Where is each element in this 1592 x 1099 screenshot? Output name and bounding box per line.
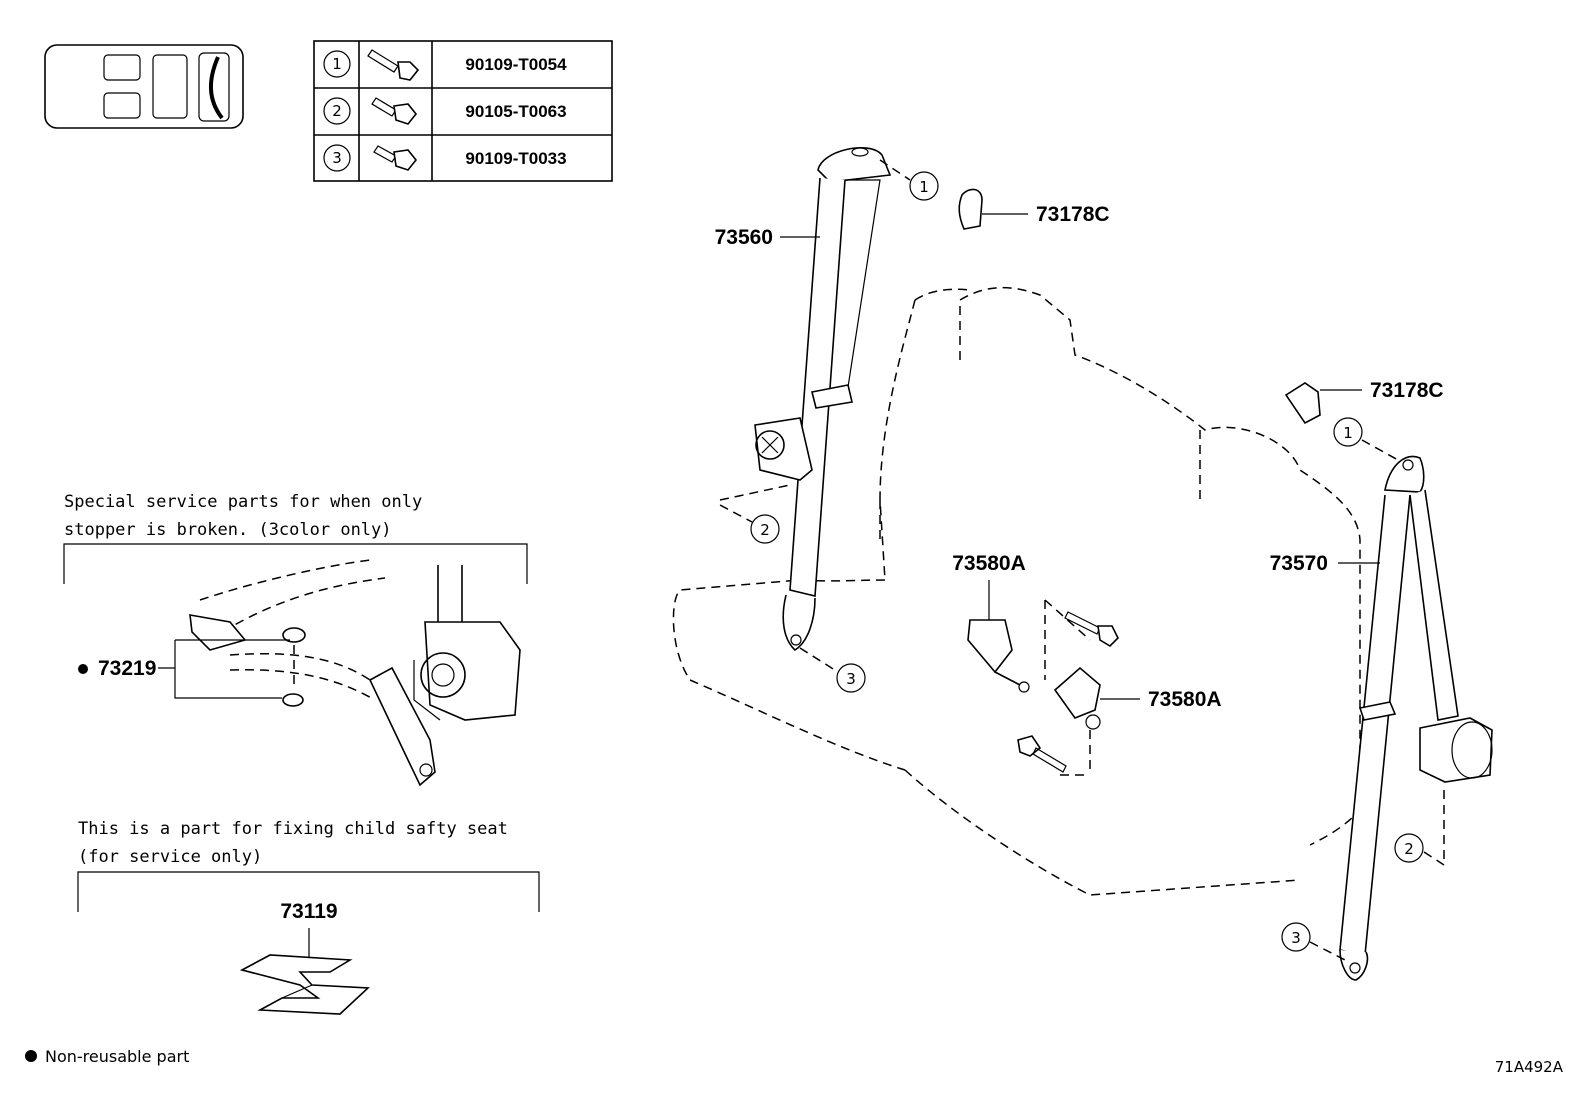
bolt-icon: [373, 145, 418, 171]
part-number: 90109-T0054: [465, 55, 567, 74]
stopper-note: Special service parts for when only stop…: [63, 492, 528, 584]
non-reusable-bullet-icon: [78, 664, 88, 674]
ref-marker: 2: [760, 521, 770, 539]
ref-marker: 3: [1291, 929, 1301, 947]
ref-marker: 1: [919, 178, 929, 196]
cover-73178c-right: 73178C: [1284, 379, 1444, 425]
seat-belt-73570: 73570 1 2 3: [1270, 417, 1493, 981]
legend-label: Non-reusable part: [45, 1047, 189, 1066]
bolt-icon: [367, 49, 420, 81]
table-row: 3 90109-T0033: [323, 144, 567, 172]
bracket-plate-illustration: [239, 954, 370, 1015]
part-callout: 73580A: [1148, 688, 1222, 711]
bolt-icon: [1064, 611, 1119, 648]
ref-marker: 3: [846, 670, 856, 688]
diagram-code: 71A492A: [1495, 1058, 1564, 1076]
buckle-assembly: 73580A 73580A: [952, 552, 1222, 776]
part-callout: 73560: [715, 226, 773, 249]
rear-seat-outline: [672, 286, 1361, 896]
part-callout: 73570: [1270, 552, 1328, 575]
part-number: 90109-T0033: [465, 149, 566, 168]
note-line: stopper is broken. (3color only): [64, 520, 392, 540]
fastener-table: 1 90109-T0054 2 90105-T0063 3 90109-T0: [313, 40, 613, 182]
non-reusable-bullet-icon: [25, 1050, 37, 1062]
note-line: Special service parts for when only: [64, 492, 422, 512]
part-callout: 73178C: [1036, 203, 1110, 226]
part-callout: 73119: [280, 900, 337, 923]
ref-marker: 2: [1404, 840, 1414, 858]
vehicle-location-icon: [44, 44, 244, 129]
ref-marker: 1: [1343, 424, 1353, 442]
ref-number: 3: [332, 149, 342, 167]
table-row: 2 90105-T0063: [323, 97, 567, 125]
part-callout: 73178C: [1370, 379, 1444, 402]
child-seat-note: This is a part for fixing child safty se…: [77, 819, 540, 1015]
note-line: (for service only): [78, 847, 262, 867]
bolt-icon: [1017, 735, 1067, 773]
seat-belt-73560: 73560 1 2 3: [715, 147, 939, 693]
bolt-icon: [371, 97, 418, 125]
ref-number: 2: [332, 102, 342, 120]
note-line: This is a part for fixing child safty se…: [78, 819, 508, 839]
ref-number: 1: [332, 55, 342, 73]
part-callout: 73580A: [952, 552, 1026, 575]
table-row: 1 90109-T0054: [323, 49, 567, 81]
retractor: [754, 417, 813, 481]
stopper-detail-illustration: 73219: [78, 559, 521, 787]
cover-73178c-top: 73178C: [958, 188, 1110, 230]
part-callout: 73219: [98, 657, 156, 680]
retractor: [1419, 717, 1493, 783]
legend: Non-reusable part: [25, 1047, 189, 1066]
part-number: 90105-T0063: [465, 102, 566, 121]
